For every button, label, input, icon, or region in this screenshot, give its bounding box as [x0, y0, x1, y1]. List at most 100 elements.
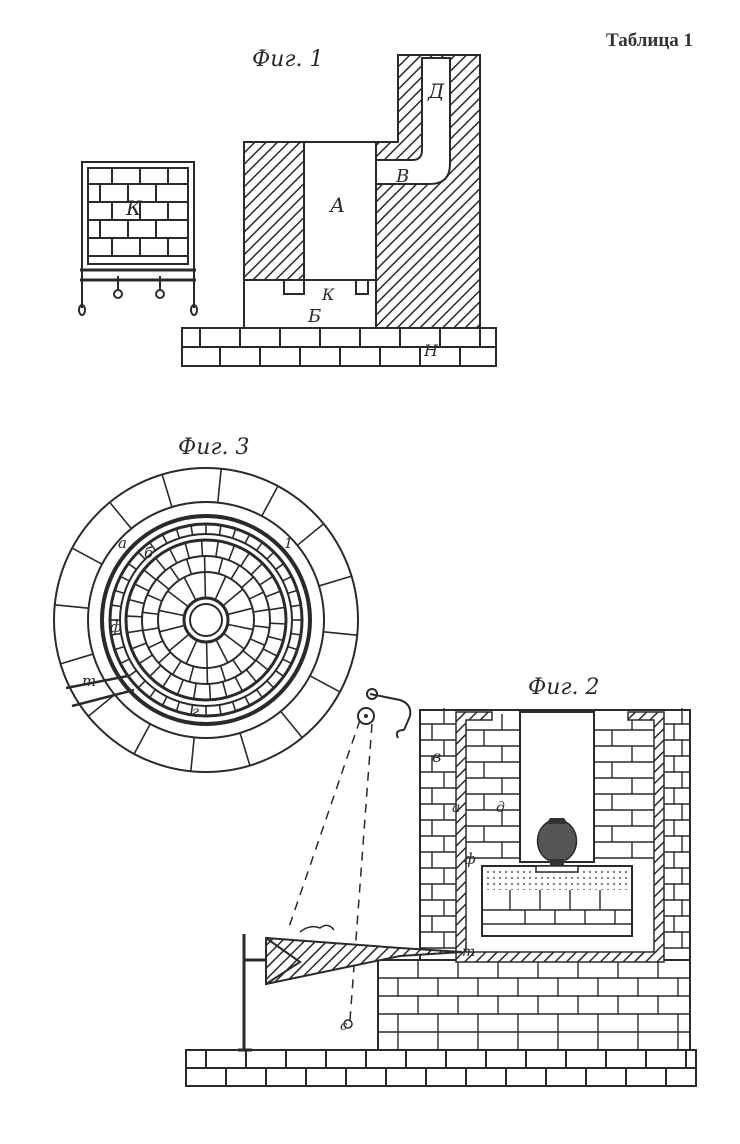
fig3-joint: [175, 528, 181, 539]
fig3-joint: [148, 664, 162, 678]
fig1-label-b: Б: [307, 306, 321, 327]
fig2-brickwork: [378, 708, 690, 1050]
fig3-joint: [185, 558, 193, 575]
fig3-joint: [275, 562, 285, 571]
fig2-bellows-stand: [238, 934, 266, 1052]
fig3-joint: [255, 659, 269, 671]
fig3-joint: [127, 669, 137, 678]
fig3-joint: [234, 676, 244, 692]
fig3-joint: [215, 540, 220, 557]
fig3-joint: [217, 557, 224, 574]
fig3-joint: [176, 679, 184, 696]
fig3-joint: [318, 575, 352, 587]
fig3-joint: [126, 629, 143, 634]
fig3-joint: [242, 649, 256, 662]
fig2-rope-weight: [343, 1019, 353, 1029]
fig3-joint: [158, 609, 185, 617]
fig3-joint: [287, 589, 298, 595]
fig3-joint: [227, 623, 254, 631]
fig3-joint: [253, 608, 270, 613]
fig3-joint: [126, 615, 143, 618]
fig3-joint: [214, 575, 227, 601]
fig3-rings: [53, 467, 359, 773]
fig3-joint: [245, 669, 258, 683]
fig2-label-s: с: [340, 1019, 348, 1034]
fig3-joint: [171, 660, 182, 676]
fig3-joint: [280, 710, 303, 739]
fig3-joint: [133, 723, 151, 755]
fig3-joint: [232, 659, 243, 674]
fig3-joint: [120, 575, 130, 582]
fig3-joint: [244, 696, 251, 706]
fig3-joint: [183, 576, 197, 601]
fig3-joint: [218, 704, 222, 715]
fig3-joint: [159, 624, 185, 633]
fig3-joint: [127, 562, 137, 571]
fig3-joint: [222, 588, 244, 607]
fig3-joint: [161, 696, 168, 706]
fig3-label-g: г: [192, 704, 199, 720]
fig3-joint: [143, 569, 157, 581]
fig3-joint: [156, 578, 170, 591]
fig3-joint: [60, 653, 94, 665]
fig1-left-wall: [243, 141, 305, 281]
fig2-label-v: в: [432, 747, 441, 766]
fig3-joint: [142, 627, 159, 632]
fig3-joint: [266, 680, 275, 689]
fig3-joint: [255, 541, 264, 551]
fig3-joint: [134, 583, 150, 592]
fig3-joint: [137, 551, 146, 560]
fig3-joint: [265, 590, 281, 598]
fig3-joint: [169, 566, 180, 581]
fig3-joint: [184, 542, 191, 559]
fig3-joint: [154, 557, 167, 571]
fig3-joint: [250, 562, 264, 576]
fig2-label-m: т: [462, 944, 475, 960]
fig1-label-v: В: [395, 166, 409, 187]
fig3-joint: [241, 576, 254, 589]
fig3-joint: [137, 680, 146, 689]
figure-1: Фиг. 1 А Б К В Д: [78, 47, 497, 367]
fig2-bellows: [265, 924, 463, 986]
fig1-label-k: К: [321, 285, 335, 304]
fig3-joint: [185, 639, 198, 665]
fig3-joint: [290, 632, 301, 636]
fig3-joint: [146, 594, 163, 602]
fig3-labels: а б ф т 1 г: [82, 534, 293, 720]
fig1-grate: [283, 280, 369, 295]
fig3-joint: [142, 611, 159, 616]
fig3-label-m: т: [82, 672, 96, 690]
fig3-joint: [161, 673, 172, 688]
fig3-joint: [221, 681, 228, 698]
fig1-label-n: Н: [423, 341, 439, 360]
fig3-joint: [287, 645, 298, 651]
fig2-label-d: д: [496, 800, 505, 816]
fig3-joint: [249, 638, 266, 646]
fig3-joint: [215, 639, 229, 664]
fig3-joint: [168, 633, 190, 652]
fig3-joint: [240, 552, 251, 567]
fig3-joint: [111, 604, 122, 608]
fig3-joint: [138, 654, 153, 665]
fig3-joint: [148, 541, 157, 551]
fig3-joint: [239, 732, 251, 766]
fig1-grate-cart: [78, 161, 198, 316]
fig3-joint: [267, 635, 284, 642]
fig3-label-f: ф: [110, 618, 122, 636]
fig3-joint: [204, 571, 207, 599]
fig3-joint: [231, 528, 237, 539]
fig2-furnace-base: [377, 959, 691, 1051]
fig2-lining: [455, 711, 665, 963]
fig3-joint: [87, 694, 116, 717]
fig2-labels: в а д ф т с: [340, 747, 505, 1034]
fig3-joint: [114, 589, 125, 595]
fig3-joint: [192, 683, 197, 700]
fig3-label-a: а: [118, 534, 127, 552]
fig3-joint: [231, 701, 237, 712]
fig3-joint: [216, 468, 222, 503]
fig3-joint: [158, 651, 171, 664]
fig3-joint: [205, 641, 208, 669]
fig3-joint: [54, 604, 89, 610]
fig3-joint: [190, 525, 194, 536]
fig3-joint: [200, 540, 204, 557]
